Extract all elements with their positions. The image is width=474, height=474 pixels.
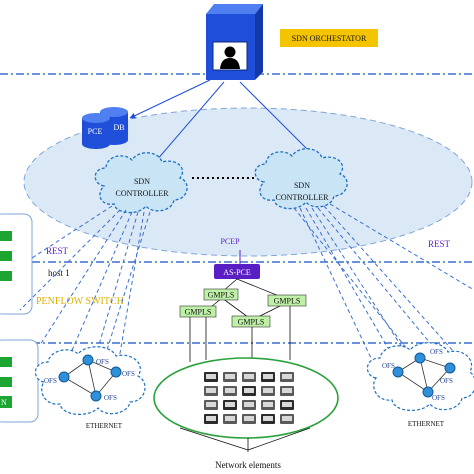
controller-right-line1: SDN: [294, 181, 310, 190]
rest-right-label: REST: [428, 239, 451, 249]
network-device-screen: [263, 388, 273, 393]
db-label: DB: [113, 123, 124, 132]
as-pce-label: AS-PCE: [223, 268, 251, 277]
network-device-screen: [244, 402, 254, 407]
network-device-screen: [206, 388, 216, 393]
ofs-right-4: OFS: [432, 394, 445, 402]
network-device-screen: [282, 402, 292, 407]
arrow-to-controller-right: [239, 81, 319, 161]
ofs-right-3: OFS: [440, 377, 453, 385]
network-device-screen: [263, 374, 273, 379]
controller-left-line1: SDN: [134, 177, 150, 186]
pcep-label: PCEP: [220, 237, 240, 246]
network-device-icons: [204, 372, 294, 424]
green-block-3: [0, 271, 12, 281]
left-panel-letter: N: [1, 398, 7, 407]
network-device-screen: [282, 388, 292, 393]
gmpls-node-3-label: GMPLS: [185, 308, 212, 317]
network-device-screen: [282, 416, 292, 421]
as-pce-box: [214, 264, 260, 279]
ofs-left-2: OFS: [96, 358, 109, 366]
orchestrator-label-box: [280, 29, 378, 47]
user-icon: [224, 46, 236, 58]
network-device-screen: [244, 388, 254, 393]
green-block-4: [0, 357, 12, 367]
ofs-switch-icon: [90, 390, 102, 402]
pce-db-cylinders: PCE DB: [82, 107, 128, 149]
ethernet-left-label: ETHERNET: [86, 422, 123, 430]
network-device-screen: [263, 416, 273, 421]
gmpls-node-4-label: GMPLS: [238, 318, 265, 327]
ofs-left-4: OFS: [104, 394, 117, 402]
controller-right-line2: CONTROLLER: [276, 193, 330, 202]
openflow-switch-label: PENFLOW SWITCH: [36, 296, 124, 307]
ofs-left-3: OFS: [122, 370, 135, 378]
network-device-screen: [282, 374, 292, 379]
network-device-screen: [206, 402, 216, 407]
ethernet-right-label: ETHERNET: [408, 420, 445, 428]
ofs-left-1: OFS: [44, 377, 57, 385]
network-device-screen: [206, 374, 216, 379]
network-elements-ellipse: [153, 357, 339, 439]
ofs-switch-icon: [392, 366, 404, 378]
pce-label: PCE: [88, 127, 103, 136]
gmpls-node-1: [203, 288, 239, 301]
network-device-screen: [225, 416, 235, 421]
ofs-switch-icon: [82, 354, 94, 366]
gmpls-node-2-label: GMPLS: [274, 297, 301, 306]
ethernet-cloud-left: OFS OFS OFS OFS: [34, 346, 146, 415]
host-label: host 1: [48, 268, 70, 278]
ofs-switch-icon: [444, 362, 456, 374]
ofs-switch-icon: [58, 371, 70, 383]
gmpls-node-1-label: GMPLS: [208, 291, 235, 300]
rest-left-label: REST: [46, 246, 69, 256]
controller-left-line2: CONTROLLER: [116, 189, 170, 198]
green-block-2: [0, 251, 12, 261]
ofs-right-1: OFS: [382, 362, 395, 370]
orchestrator-label: SDN ORCHESTATOR: [292, 34, 367, 43]
left-host-panel: [0, 213, 33, 315]
green-block-5: [0, 377, 12, 387]
network-device-screen: [225, 402, 235, 407]
green-block-6: [0, 396, 12, 408]
gmpls-node-4: [231, 315, 271, 328]
ofs-switch-icon: [110, 366, 122, 378]
orchestrator-server: [206, 4, 263, 80]
arrow-to-db: [129, 79, 211, 119]
sdn-controller-right: SDN CONTROLLER: [254, 148, 348, 210]
network-device-screen: [225, 374, 235, 379]
network-device-screen: [225, 388, 235, 393]
network-device-screen: [244, 416, 254, 421]
ofs-switch-icon: [422, 386, 434, 398]
network-elements-bracket: [179, 427, 311, 452]
green-block-1: [0, 231, 12, 241]
network-device-screen: [263, 402, 273, 407]
ofs-right-2: OFS: [430, 348, 443, 356]
ofs-switch-icon: [414, 352, 426, 364]
network-device-screen: [206, 416, 216, 421]
arrow-to-controller-left: [149, 81, 225, 169]
network-elements-label: Network elements: [215, 460, 281, 470]
network-device-screen: [244, 374, 254, 379]
gmpls-node-3: [179, 305, 217, 318]
gmpls-node-2: [267, 294, 307, 307]
ethernet-cloud-right: OFS OFS OFS OFS: [366, 342, 474, 411]
left-controller-links: [19, 205, 151, 399]
